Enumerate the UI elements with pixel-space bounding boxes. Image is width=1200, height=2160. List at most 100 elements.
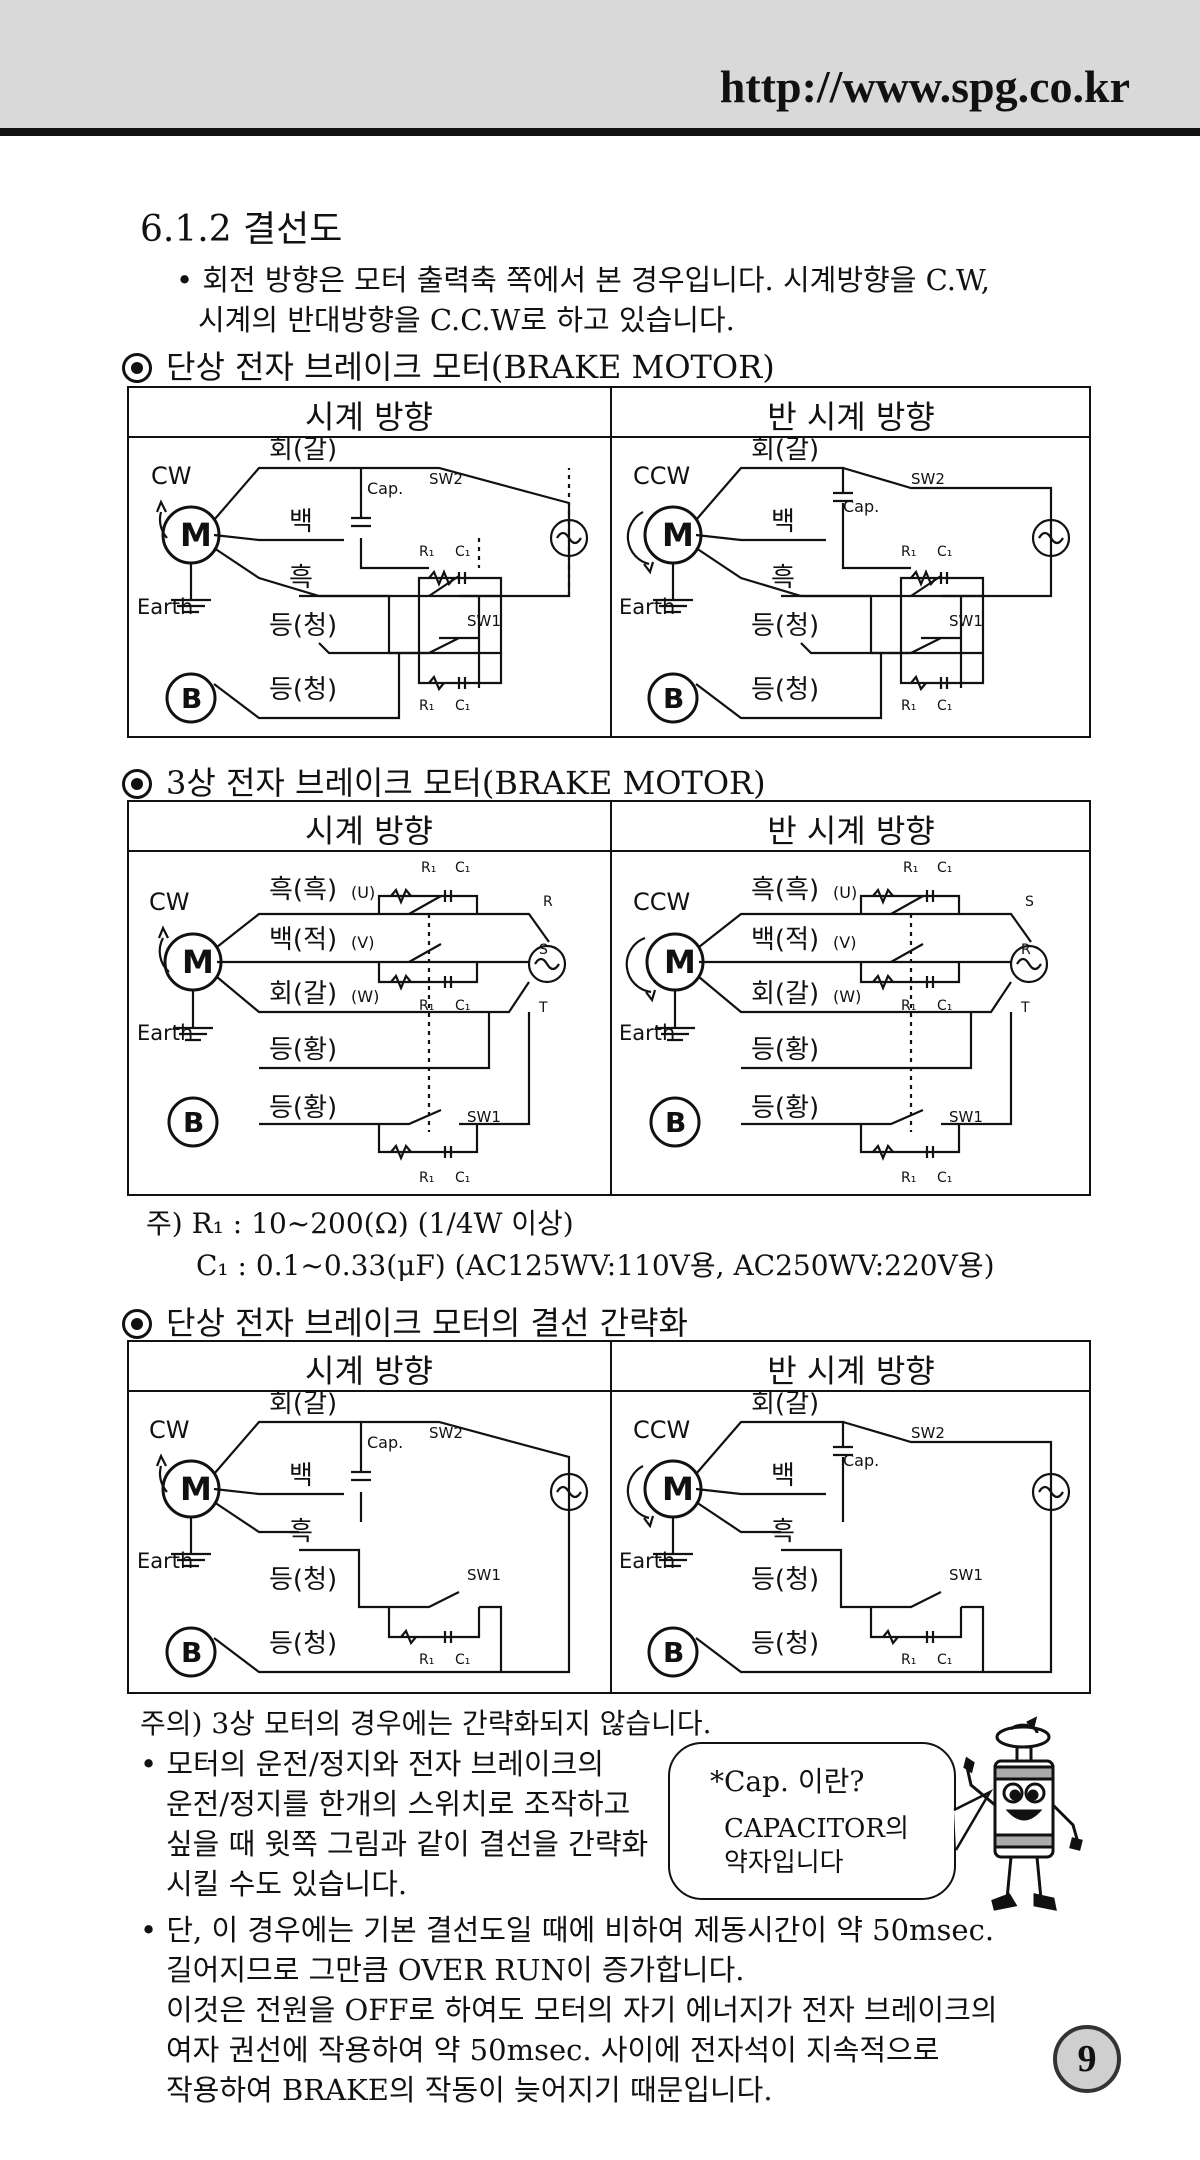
circle-bullet-icon [122, 353, 152, 383]
column-header-ccw: 반 시계 방향 [767, 398, 935, 436]
svg-text:백(적): 백(적) [269, 925, 337, 955]
svg-text:(V): (V) [351, 933, 374, 952]
svg-text:SW1: SW1 [949, 1108, 983, 1126]
svg-text:백: 백 [289, 1461, 313, 1491]
svg-text:SW1: SW1 [949, 1566, 983, 1584]
svg-text:M: M [182, 943, 214, 981]
page-number: 9 [1053, 2025, 1121, 2093]
cw-simplified-circuit: CW M Earth 회(갈) 백 흑 등(청) 등(청) Cap. SW2 S… [137, 1389, 589, 1678]
svg-text:C₁: C₁ [937, 698, 952, 714]
caution-bullet-1-line-3: 싶을 때 윗쪽 그림과 같이 결선을 간략화 [166, 1827, 649, 1861]
svg-text:(U): (U) [833, 883, 857, 902]
svg-text:SW2: SW2 [911, 1424, 945, 1442]
cw-3phase-circuit: CW M Earth 흑(흑) (U) 백(적) (V) 회(갈) (W) 등(… [137, 860, 567, 1186]
svg-text:SW2: SW2 [429, 1424, 463, 1442]
svg-text:회(갈): 회(갈) [751, 435, 819, 465]
svg-text:백: 백 [771, 507, 795, 537]
svg-text:M: M [180, 516, 212, 554]
svg-text:T: T [538, 1000, 548, 1016]
capacitor-speech-bubble: *Cap. 이란? CAPACITOR의 약자입니다 [668, 1742, 956, 1900]
caution-bullet-2-line-4: 여자 권선에 작용하여 약 50msec. 사이에 전자석이 지속적으로 [166, 2033, 940, 2067]
column-header-cw: 시계 방향 [305, 812, 433, 850]
svg-text:C₁: C₁ [455, 698, 470, 714]
svg-text:등(청): 등(청) [269, 675, 337, 705]
column-header-cw: 시계 방향 [305, 398, 433, 436]
svg-text:R₁: R₁ [901, 698, 916, 714]
svg-text:SW1: SW1 [467, 1566, 501, 1584]
note-c1: C₁ : 0.1~0.33(μF) (AC125WV:110V용, AC250W… [196, 1249, 995, 1282]
svg-text:(W): (W) [833, 987, 861, 1006]
svg-text:흑: 흑 [771, 563, 795, 593]
svg-text:CCW: CCW [633, 1416, 690, 1444]
svg-text:B: B [665, 1106, 686, 1139]
svg-text:Cap.: Cap. [367, 479, 403, 498]
svg-text:SW2: SW2 [911, 470, 945, 488]
svg-text:R₁: R₁ [901, 1170, 916, 1186]
svg-text:SW1: SW1 [949, 612, 983, 630]
three-phase-wiring-diagram: CW M Earth 흑(흑) (U) 백(적) (V) 회(갈) (W) 등(… [137, 860, 1049, 1186]
svg-text:흑: 흑 [289, 1517, 313, 1547]
svg-text:B: B [181, 682, 202, 715]
svg-text:CCW: CCW [633, 888, 690, 916]
cw-circuit: CW M Earth 회(갈) 백 흑 등(청) 등(청) Cap. SW2 S… [137, 435, 589, 724]
svg-text:C₁: C₁ [937, 1170, 952, 1186]
svg-text:등(청): 등(청) [751, 675, 819, 705]
svg-text:C₁: C₁ [455, 1170, 470, 1186]
svg-text:SW2: SW2 [429, 470, 463, 488]
svg-text:R₁: R₁ [901, 1652, 916, 1668]
caution-bullet-2-line-5: 작용하여 BRAKE의 작동이 늦어지기 때문입니다. [166, 2073, 773, 2107]
svg-text:M: M [180, 1470, 212, 1508]
diagram-panel-three-phase: 시계 방향 반 시계 방향 CW M Earth 흑(흑) (U) 백(적) (… [127, 800, 1091, 1196]
svg-text:R₁: R₁ [903, 860, 918, 876]
website-url[interactable]: http://www.spg.co.kr [719, 61, 1130, 112]
page-header: http://www.spg.co.kr [0, 0, 1200, 136]
column-header-cw: 시계 방향 [305, 1352, 433, 1390]
svg-text:Cap.: Cap. [843, 497, 879, 516]
intro-line-1: • 회전 방향은 모터 출력축 쪽에서 본 경우입니다. 시계방향을 C.W, [176, 263, 990, 297]
svg-text:R₁: R₁ [421, 860, 436, 876]
svg-text:등(청): 등(청) [751, 611, 819, 641]
heading-three-phase: 3상 전자 브레이크 모터(BRAKE MOTOR) [122, 758, 766, 804]
svg-text:C₁: C₁ [455, 544, 470, 560]
svg-text:등(청): 등(청) [269, 1565, 337, 1595]
svg-text:R₁: R₁ [901, 998, 916, 1014]
capacitor-mascot-icon [963, 1716, 1083, 1911]
svg-text:M: M [662, 516, 694, 554]
svg-text:R: R [543, 894, 553, 910]
caution-bullet-1-line-1: • 모터의 운전/정지와 전자 브레이크의 [140, 1747, 604, 1781]
svg-text:R: R [1021, 942, 1031, 958]
caution-bullet-2-line-2: 길어지므로 그만큼 OVER RUN이 증가합니다. [166, 1953, 745, 1987]
svg-text:CW: CW [151, 462, 192, 490]
caution-bullet-2-line-1: • 단, 이 경우에는 기본 결선도일 때에 비하여 제동시간이 약 50mse… [140, 1913, 995, 1947]
svg-text:T: T [1020, 1000, 1030, 1016]
note-r1: 주) R₁ : 10~200(Ω) (1/4W 이상) [146, 1207, 574, 1240]
svg-text:등(황): 등(황) [269, 1035, 337, 1065]
svg-text:등(청): 등(청) [269, 1629, 337, 1659]
simplified-wiring-diagram: CW M Earth 회(갈) 백 흑 등(청) 등(청) Cap. SW2 S… [137, 1389, 1071, 1678]
svg-text:SW1: SW1 [467, 612, 501, 630]
column-header-ccw: 반 시계 방향 [767, 812, 935, 850]
svg-text:M: M [662, 1470, 694, 1508]
svg-text:등(황): 등(황) [269, 1093, 337, 1123]
svg-text:C₁: C₁ [937, 998, 952, 1014]
svg-text:R₁: R₁ [419, 1170, 434, 1186]
svg-text:(V): (V) [833, 933, 856, 952]
caution-bullet-1-line-4: 시킬 수도 있습니다. [166, 1867, 408, 1901]
ccw-simplified-circuit: CCW M Earth 회(갈) 백 흑 등(청) 등(청) Cap. SW2 … [619, 1389, 1071, 1678]
svg-text:C₁: C₁ [455, 860, 470, 876]
svg-text:SW1: SW1 [467, 1108, 501, 1126]
svg-text:(W): (W) [351, 987, 379, 1006]
svg-text:등(황): 등(황) [751, 1093, 819, 1123]
svg-text:흑(흑): 흑(흑) [751, 875, 819, 905]
ccw-circuit: CCW M Earth 회(갈) 백 흑 등(청) 등(청) Cap. SW2 … [619, 435, 1071, 724]
svg-text:B: B [663, 682, 684, 715]
svg-text:회(갈): 회(갈) [269, 435, 337, 465]
caution-title: 주의) 3상 모터의 경우에는 간략화되지 않습니다. [140, 1707, 712, 1740]
diagram-panel-simplified: 시계 방향 반 시계 방향 CW M Earth 회(갈) 백 흑 등(청) 등… [127, 1340, 1091, 1694]
svg-text:R₁: R₁ [419, 1652, 434, 1668]
svg-text:Cap.: Cap. [367, 1433, 403, 1452]
svg-text:R₁: R₁ [419, 544, 434, 560]
svg-text:흑: 흑 [771, 1517, 795, 1547]
svg-text:R₁: R₁ [419, 998, 434, 1014]
svg-text:흑: 흑 [289, 563, 313, 593]
